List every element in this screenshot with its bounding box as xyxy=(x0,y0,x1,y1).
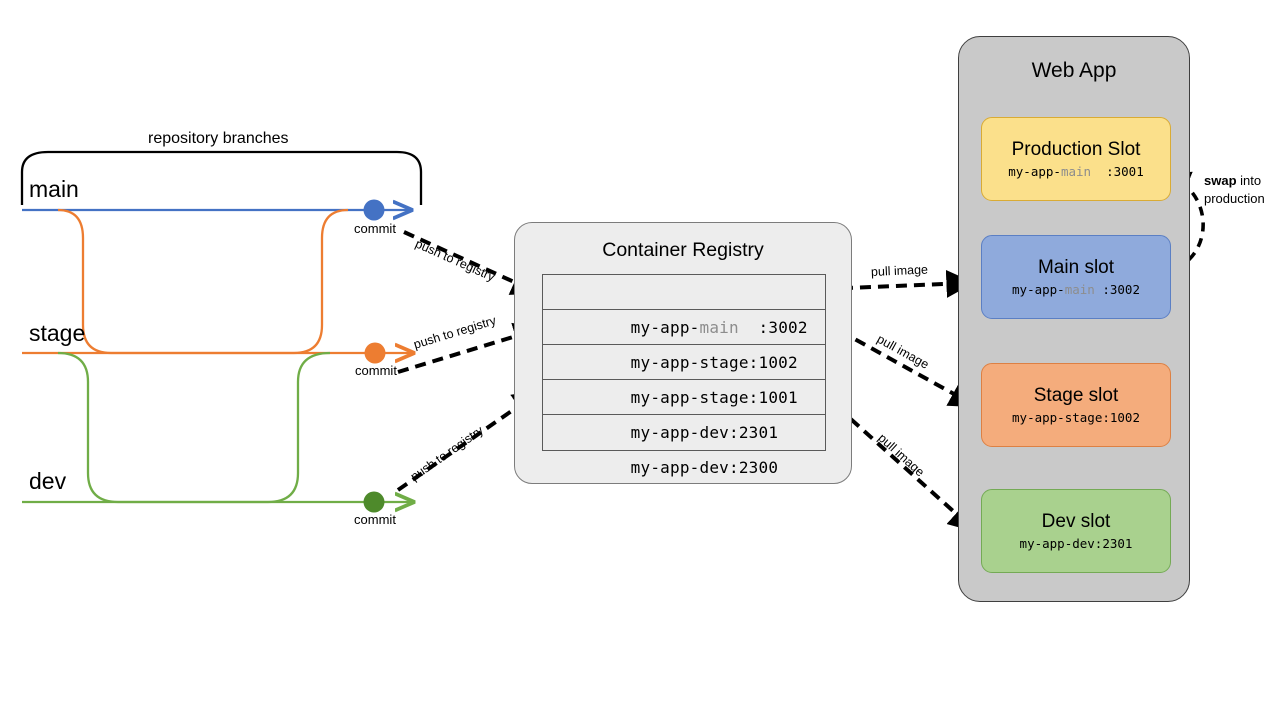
edge-label-pull-main: pull image xyxy=(870,262,929,279)
slot-image-tag: :3002 xyxy=(1094,281,1140,297)
registry-row-prefix: my-app- xyxy=(630,318,700,337)
commit-dot-stage xyxy=(364,342,386,364)
edge-label-pull-dev: pull image xyxy=(875,430,928,480)
slot-image-prefix: my-app- xyxy=(1012,281,1065,297)
branch-label-main: main xyxy=(29,176,79,202)
container-registry-title: Container Registry xyxy=(602,239,764,261)
registry-row-prefix: my-app-dev:2300 xyxy=(630,458,779,477)
slot-image-prefix: my-app-stage:1002 xyxy=(1012,409,1140,425)
slot-main-title: Main slot xyxy=(1037,257,1115,279)
edge-label-push-stage: push to registry xyxy=(411,313,498,352)
slot-image-branch: main xyxy=(1060,163,1092,179)
slot-image-prefix: my-app-dev:2301 xyxy=(1019,535,1133,551)
slot-stage-image: my-app-stage:1002 xyxy=(1012,410,1140,425)
slot-dev[interactable]: Dev slot my-app-dev:2301 xyxy=(981,489,1171,573)
registry-row[interactable]: my-app-main :3002 xyxy=(543,275,825,337)
registry-row-prefix: my-app-dev:2301 xyxy=(630,423,779,442)
branch-label-dev: dev xyxy=(29,468,67,494)
slot-image-tag: :3001 xyxy=(1091,163,1144,179)
slot-production-title: Production Slot xyxy=(1011,139,1141,161)
edge-label-swap: swap into production xyxy=(1204,172,1280,207)
commit-label-main: commit xyxy=(354,221,396,236)
slot-image-prefix: my-app- xyxy=(1008,163,1061,179)
slot-production-image: my-app-main :3001 xyxy=(1008,164,1143,179)
registry-row[interactable]: my-app-dev:2301 xyxy=(543,380,825,442)
commit-label-stage: commit xyxy=(355,363,397,378)
web-app-title: Web App xyxy=(1031,59,1117,82)
slot-production[interactable]: Production Slot my-app-main :3001 xyxy=(981,117,1171,201)
edge-label-push-main: push to registry xyxy=(413,236,497,285)
stage-merge-curve xyxy=(57,208,349,355)
repository-branches-caption: repository branches xyxy=(148,130,289,147)
repo-bracket xyxy=(20,150,423,205)
swap-label-emphasis: swap xyxy=(1204,173,1237,188)
dev-merge-curve xyxy=(57,351,331,504)
container-registry-panel: Container Registry my-app-main :3002 my-… xyxy=(514,222,852,484)
slot-main[interactable]: Main slot my-app-main :3002 xyxy=(981,235,1171,319)
slot-image-branch: main xyxy=(1064,281,1095,297)
commit-dot-dev xyxy=(363,491,385,513)
registry-row[interactable]: my-app-stage:1001 xyxy=(543,345,825,407)
slot-stage[interactable]: Stage slot my-app-stage:1002 xyxy=(981,363,1171,447)
slot-stage-title: Stage slot xyxy=(1033,385,1119,407)
registry-row-tag: :3002 xyxy=(738,318,808,337)
commit-dot-main xyxy=(363,199,385,221)
registry-row-prefix: my-app-stage:1002 xyxy=(630,353,798,372)
branch-label-stage: stage xyxy=(29,320,86,346)
container-registry-image-list: my-app-main :3002 my-app-stage:1002 my-a… xyxy=(542,274,826,477)
swap-label-rest: into xyxy=(1236,173,1262,188)
slot-main-image: my-app-main :3002 xyxy=(1012,282,1140,297)
web-app-panel: Web App Production Slot my-app-main :300… xyxy=(958,36,1190,602)
swap-label-line2: production xyxy=(1204,190,1265,206)
slot-dev-title: Dev slot xyxy=(1041,511,1111,533)
registry-row-prefix: my-app-stage:1001 xyxy=(630,388,798,407)
commit-label-dev: commit xyxy=(354,512,396,527)
slot-dev-image: my-app-dev:2301 xyxy=(1020,536,1133,551)
registry-row-branch: main xyxy=(699,318,739,337)
registry-row[interactable]: my-app-dev:2300 xyxy=(543,415,825,477)
edge-label-push-dev: push to registry xyxy=(407,423,487,484)
edge-label-pull-stage: pull image xyxy=(874,331,932,372)
registry-row[interactable]: my-app-stage:1002 xyxy=(543,310,825,372)
